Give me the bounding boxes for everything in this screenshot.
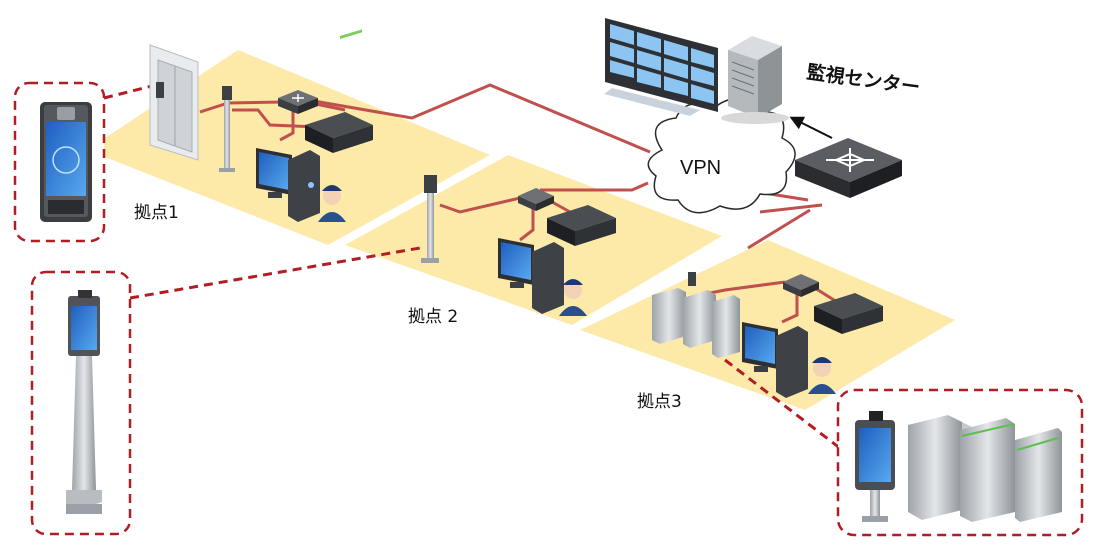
uplink-arrow (789, 116, 833, 139)
site1-pc (256, 148, 320, 222)
center-core-switch (795, 138, 902, 198)
site1-recorder (305, 29, 373, 153)
site3-zone (580, 240, 955, 410)
site1-label: 拠点1 (134, 203, 179, 223)
site2-pc (498, 238, 564, 314)
monitoring-center-label: 監視センター (805, 60, 921, 99)
site3-pc (742, 322, 808, 398)
site3-guard (808, 357, 836, 394)
face-terminal-device (40, 102, 92, 222)
site3-label: 拠点3 (637, 392, 682, 412)
monitoring-server (721, 36, 789, 124)
site3-recorder (814, 293, 883, 334)
site2-label: 拠点 2 (408, 307, 458, 327)
site2-guard (559, 279, 587, 316)
site2-zone (345, 155, 722, 325)
gate-set-device (855, 411, 1062, 522)
site1-switch (278, 90, 318, 114)
site3-gates (652, 272, 740, 358)
site1-door (149, 44, 199, 161)
site1-guard (318, 185, 346, 222)
site3-switch (783, 274, 819, 297)
site2-switch (518, 188, 554, 211)
video-wall (604, 18, 718, 116)
site2-recorder (547, 205, 616, 246)
site1-pole-terminal (219, 86, 235, 172)
pedestal-terminal-device (66, 290, 102, 514)
site2-pole-terminal (421, 175, 439, 263)
vpn-label: VPN (680, 157, 721, 179)
